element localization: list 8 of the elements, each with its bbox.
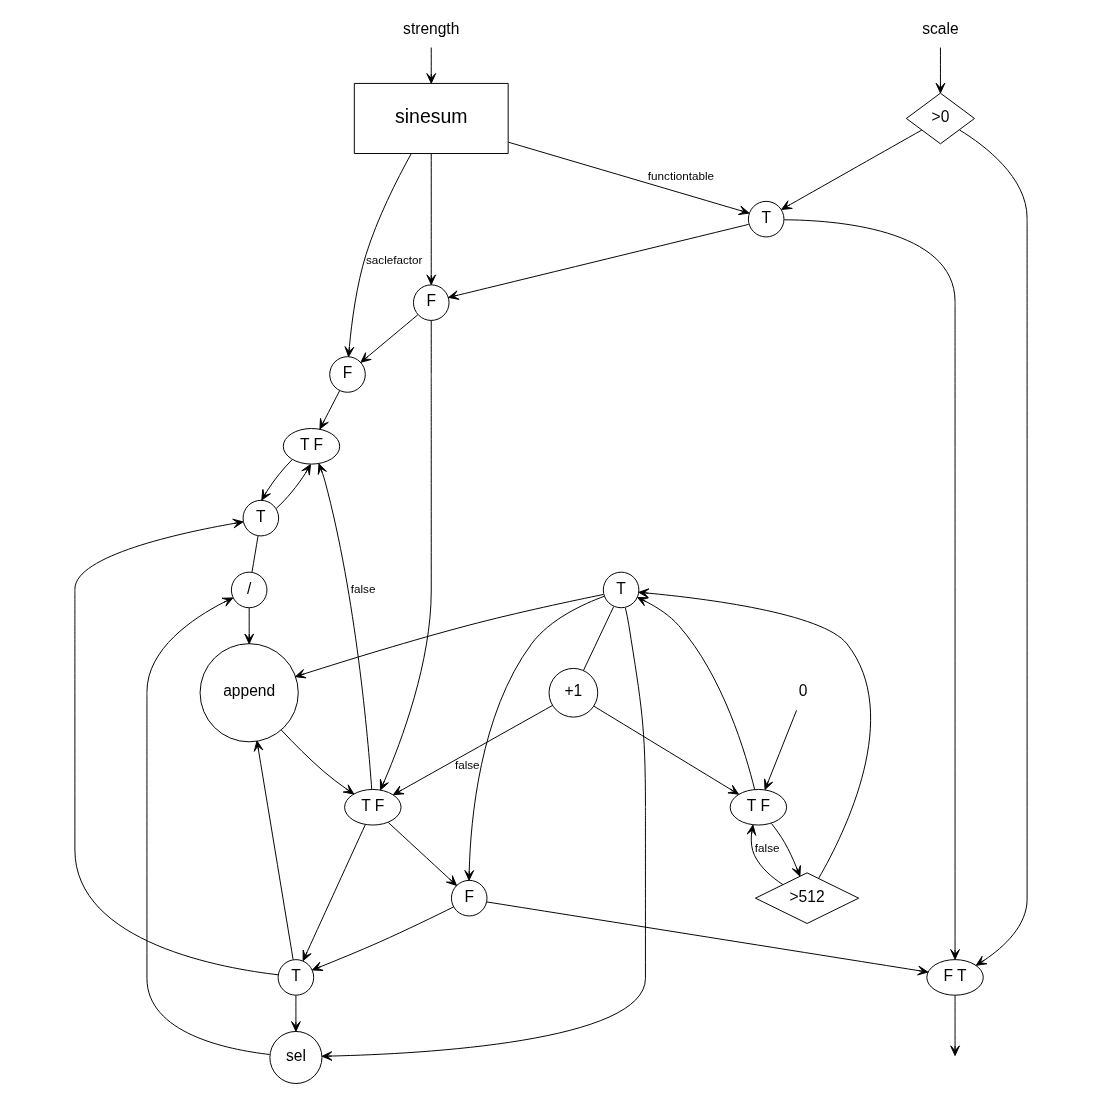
node-text: scale xyxy=(921,19,959,37)
edge-label: functiontable xyxy=(647,169,714,183)
edge-label: false xyxy=(454,757,480,771)
edge-label: saclefactor xyxy=(365,252,422,266)
node-text: 0 xyxy=(798,682,807,700)
node-text: strength xyxy=(402,19,459,37)
edge-label: false xyxy=(350,581,375,595)
edge-label: false xyxy=(754,841,779,855)
